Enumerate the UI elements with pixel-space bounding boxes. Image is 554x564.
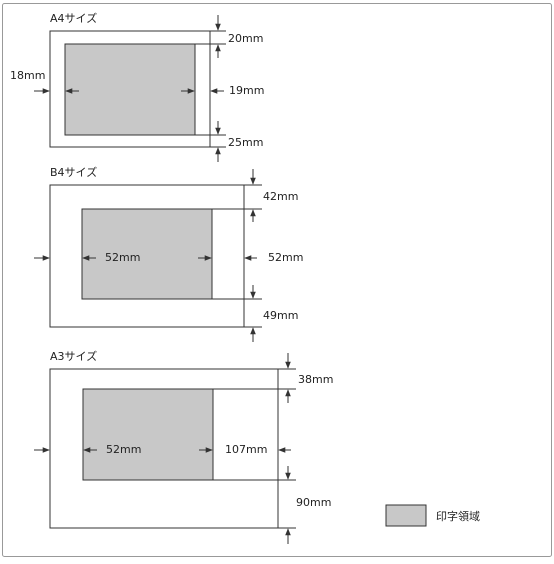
a3-group: A3サイズ 38mm 52mm 107mm 90mm	[34, 349, 333, 544]
a3-left-label: 52mm	[106, 443, 141, 456]
b4-bottom-label: 49mm	[263, 309, 298, 322]
a4-bottom-label: 25mm	[228, 136, 263, 149]
a3-bottom-label: 90mm	[296, 496, 331, 509]
a4-top-label: 20mm	[228, 32, 263, 45]
b4-left-label: 52mm	[105, 251, 140, 264]
b4-title: B4サイズ	[50, 165, 97, 179]
b4-right-label: 52mm	[268, 251, 303, 264]
a4-group: A4サイズ 20mm 19mm 25mm 18mm	[10, 11, 264, 162]
legend: 印字領域	[385, 504, 480, 527]
a3-top-label: 38mm	[298, 373, 333, 386]
b4-print-area	[81, 208, 213, 300]
legend-label: 印字領域	[436, 509, 480, 523]
a4-print-area	[64, 43, 196, 136]
b4-top-label: 42mm	[263, 190, 298, 203]
a4-left-label: 18mm	[10, 69, 45, 82]
a3-title: A3サイズ	[50, 349, 97, 363]
a4-title: A4サイズ	[50, 11, 97, 25]
legend-swatch	[385, 504, 427, 527]
a3-right-label: 107mm	[225, 443, 267, 456]
a4-right-label: 19mm	[229, 84, 264, 97]
b4-group: B4サイズ 42mm 52mm 52mm 49mm	[34, 165, 303, 342]
a3-print-area	[82, 388, 214, 481]
